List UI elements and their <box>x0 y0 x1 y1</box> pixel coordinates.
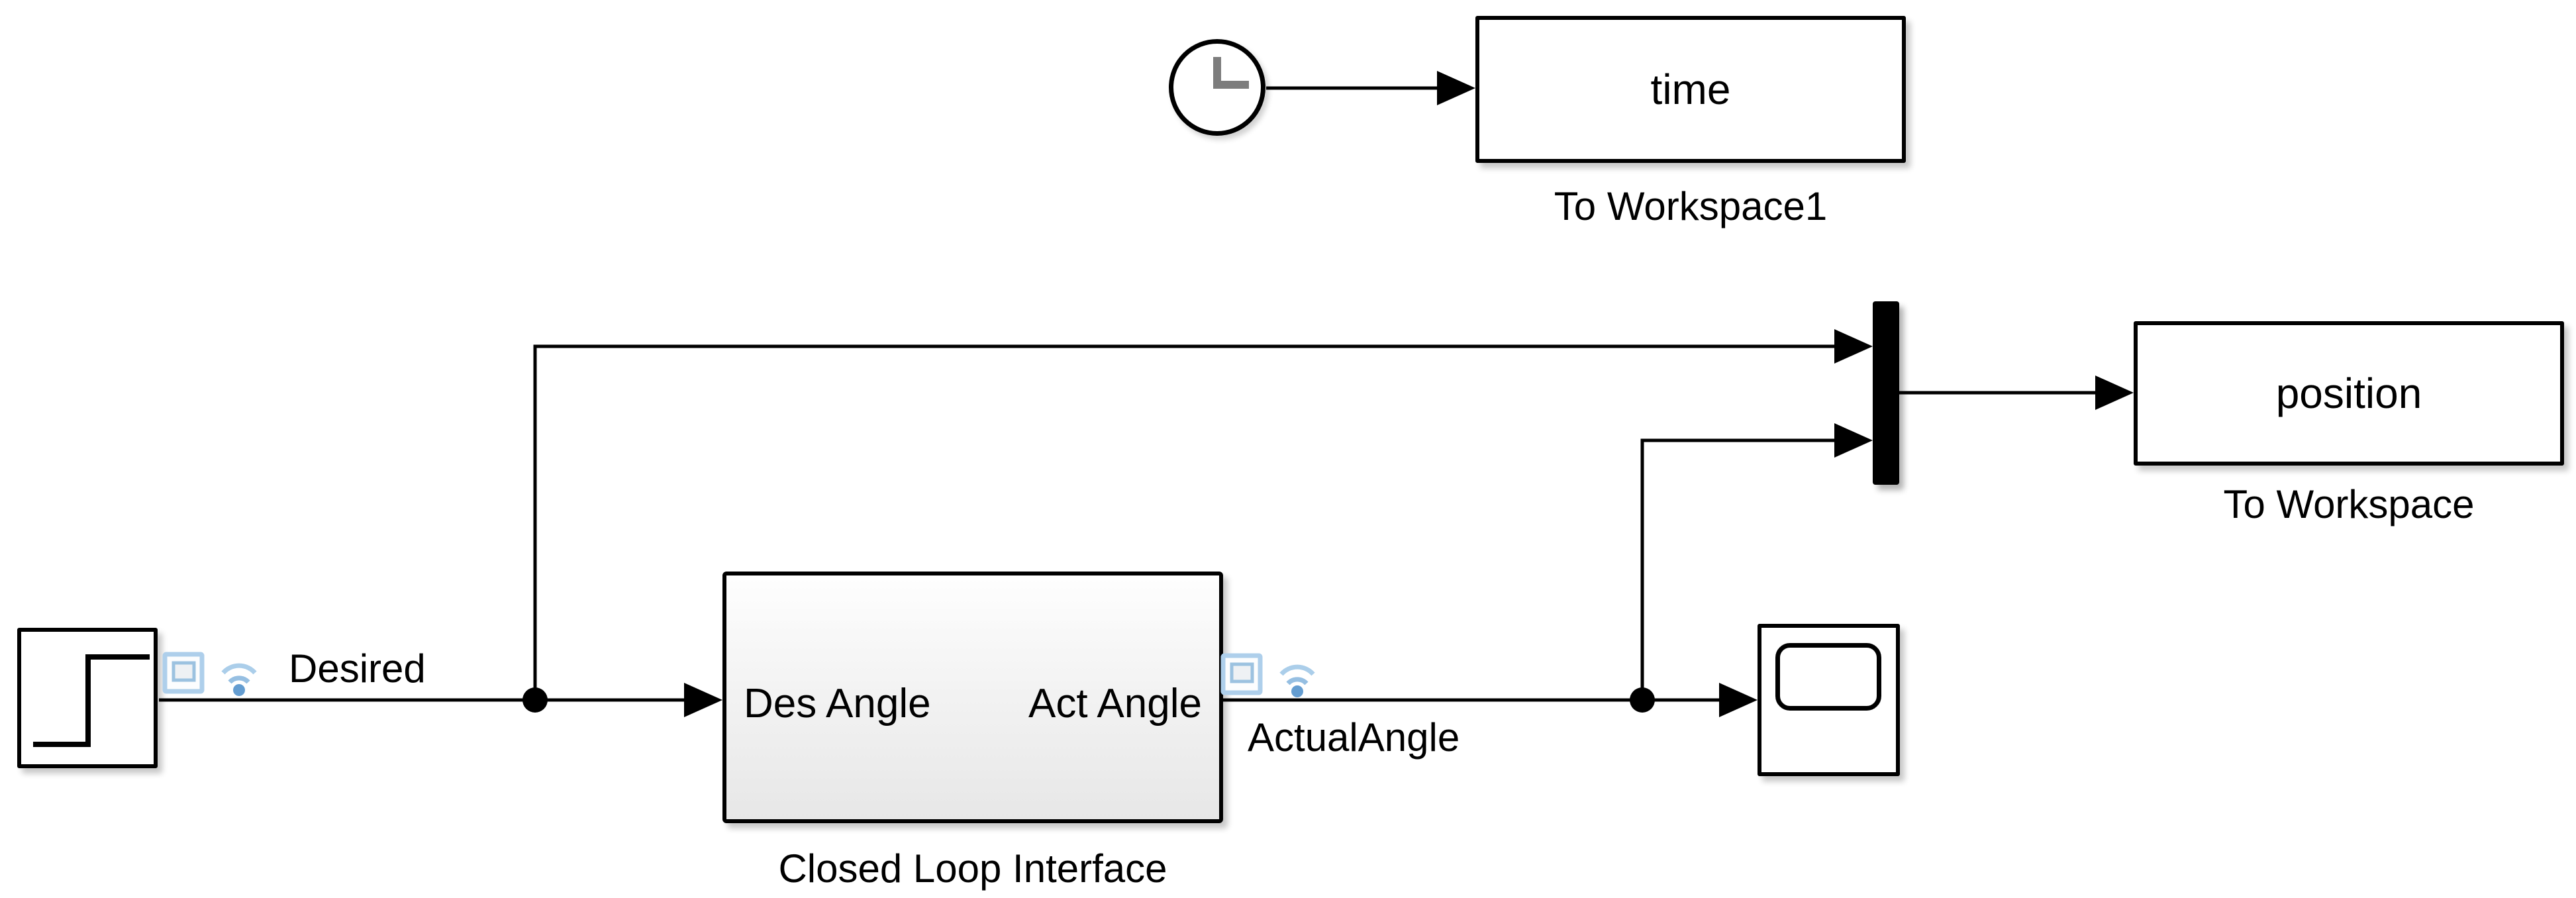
signal-logging-badge-icon <box>162 652 205 694</box>
wire-actualangle-branch-to-mux[interactable] <box>1640 423 1873 700</box>
signal-streaming-wifi-icon <box>1279 664 1315 697</box>
subsystem-outport-label: Act Angle <box>1028 681 1202 726</box>
step-block[interactable] <box>17 628 158 768</box>
to-workspace1-variable: time <box>1650 66 1731 113</box>
wire-mux-to-position[interactable] <box>1899 375 2134 410</box>
signal-streaming-wifi-icon <box>221 663 257 696</box>
scope-block[interactable] <box>1758 624 1900 776</box>
arrowhead-icon <box>1834 423 1873 458</box>
signal-label-actualangle[interactable]: ActualAngle <box>1248 715 1460 760</box>
to-workspace-block[interactable]: position <box>2134 321 2564 466</box>
to-workspace1-block[interactable]: time <box>1475 16 1906 163</box>
branch-point-desired[interactable] <box>522 687 548 713</box>
arrowhead-icon <box>1834 329 1873 364</box>
step-signal-icon <box>33 654 150 747</box>
subsystem-inport-label: Des Angle <box>744 681 931 726</box>
signal-logging-badge-icon <box>1220 653 1263 695</box>
clock-icon <box>1213 57 1249 89</box>
wire-clock-to-time[interactable] <box>1266 71 1475 105</box>
to-workspace-caption[interactable]: To Workspace <box>2223 482 2475 526</box>
closed-loop-interface-caption[interactable]: Closed Loop Interface <box>778 846 1167 891</box>
signal-label-desired[interactable]: Desired <box>289 646 426 691</box>
wire-desired-branch-to-mux[interactable] <box>533 329 1873 700</box>
closed-loop-interface-block[interactable]: Des Angle Act Angle <box>722 572 1223 823</box>
arrowhead-icon <box>1437 71 1475 105</box>
to-workspace-variable: position <box>2275 370 2422 417</box>
branch-point-actualangle[interactable] <box>1630 687 1655 713</box>
actualangle-signal-badges[interactable] <box>1220 653 1333 698</box>
mux-block[interactable] <box>1873 301 1899 485</box>
to-workspace1-caption[interactable]: To Workspace1 <box>1554 184 1828 228</box>
arrowhead-icon <box>2095 375 2134 410</box>
scope-screen-icon <box>1775 643 1881 711</box>
wire-step-to-subsystem[interactable] <box>159 683 722 717</box>
clock-block[interactable] <box>1169 39 1265 136</box>
arrowhead-icon <box>1719 683 1758 717</box>
desired-signal-badges[interactable] <box>162 652 275 697</box>
arrowhead-icon <box>684 683 722 717</box>
